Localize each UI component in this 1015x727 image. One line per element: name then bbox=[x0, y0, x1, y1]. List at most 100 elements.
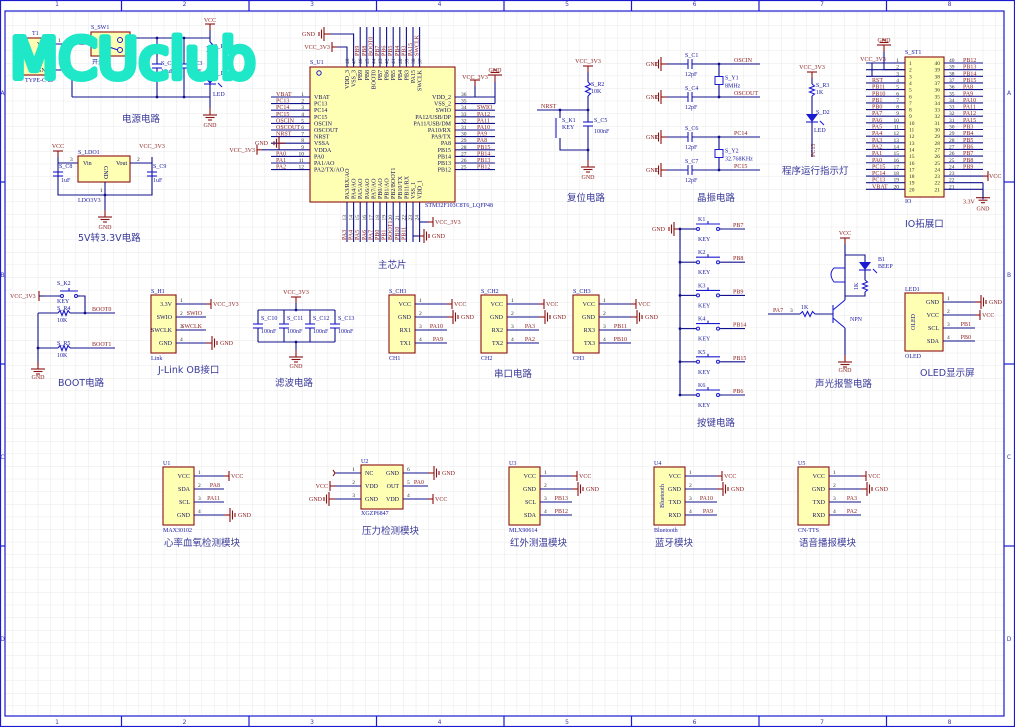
label: 18 bbox=[894, 171, 900, 177]
label: PB3 bbox=[401, 46, 407, 56]
column-label: 1 bbox=[55, 719, 59, 726]
led-arrow bbox=[819, 120, 825, 126]
label: VCC_3V3 bbox=[575, 59, 601, 65]
resistor bbox=[57, 309, 71, 317]
label: PA2/TX/AO bbox=[314, 168, 345, 174]
label: PA4 bbox=[872, 131, 882, 137]
module-inner-label: Bluetooth bbox=[660, 484, 666, 508]
label: 29 bbox=[935, 134, 941, 140]
resistor bbox=[57, 344, 71, 352]
label: K1 bbox=[698, 217, 705, 223]
pin-number: 2 bbox=[689, 483, 692, 489]
module-body bbox=[572, 294, 600, 354]
net-label: PA9 bbox=[703, 509, 713, 515]
label: PB14 bbox=[477, 151, 490, 157]
junction-dot bbox=[678, 227, 682, 231]
label: KEY bbox=[57, 299, 70, 305]
junction-dot bbox=[717, 95, 721, 99]
module-body bbox=[508, 466, 541, 526]
net-label: VCC bbox=[638, 302, 650, 308]
label: 9 bbox=[301, 145, 304, 151]
label: PB14 bbox=[963, 71, 976, 77]
label: VCC_3V3 bbox=[283, 290, 309, 296]
pin-name: VCC bbox=[669, 474, 681, 480]
label: 15 bbox=[909, 154, 915, 160]
row-label: C bbox=[0, 454, 4, 461]
column-label: 2 bbox=[183, 1, 187, 8]
pin-number: 1 bbox=[947, 296, 950, 302]
label: GND bbox=[302, 32, 316, 38]
pin-name: RX3 bbox=[584, 328, 595, 334]
label: 12 bbox=[909, 134, 915, 140]
label: 35 bbox=[461, 99, 467, 105]
wire bbox=[330, 33, 355, 67]
label: 10 bbox=[909, 121, 915, 127]
label: 10 bbox=[894, 118, 900, 124]
led-arrow bbox=[872, 268, 878, 274]
label: KEY bbox=[698, 403, 711, 409]
pin-name: SCL bbox=[928, 326, 939, 332]
push-button bbox=[60, 294, 64, 298]
label: 10K bbox=[591, 89, 602, 95]
pin-name: GND bbox=[926, 300, 940, 306]
label: VCC bbox=[839, 231, 851, 237]
junction-dot bbox=[586, 148, 590, 152]
label: NC bbox=[26, 60, 32, 68]
component-name: CN-TTS bbox=[798, 528, 819, 534]
component-ref: S_H1 bbox=[151, 289, 165, 295]
label: 3 bbox=[896, 71, 899, 77]
label: 2 bbox=[137, 157, 140, 163]
label: PB8 bbox=[365, 70, 371, 80]
label: 1 bbox=[352, 467, 355, 473]
label: PA10/RX bbox=[428, 128, 452, 134]
pin-number: 4 bbox=[603, 337, 606, 343]
pin-number: 1 bbox=[603, 298, 606, 304]
label: 19 bbox=[909, 181, 915, 187]
label: 2 bbox=[909, 68, 912, 74]
pin-number: 2 bbox=[544, 483, 547, 489]
led-arrow bbox=[217, 82, 223, 88]
label: PA6/AO bbox=[365, 178, 371, 199]
net-label: VCC bbox=[982, 313, 994, 319]
label: GND bbox=[582, 175, 596, 181]
label: KEY bbox=[562, 125, 575, 131]
label: PB8 bbox=[362, 46, 368, 56]
resistor bbox=[799, 310, 816, 318]
row-label: C bbox=[1007, 454, 1011, 461]
component-ref: S_CH1 bbox=[389, 289, 407, 295]
label: 23 bbox=[408, 215, 414, 221]
pin-name: VCC bbox=[491, 302, 503, 308]
label: PB1 bbox=[872, 98, 882, 104]
label: 28 bbox=[949, 138, 955, 144]
label: PA11 bbox=[477, 118, 490, 124]
label: 47 bbox=[352, 58, 358, 64]
label: 7 bbox=[909, 101, 912, 107]
label: PA4/AO bbox=[352, 178, 358, 199]
junction-dot bbox=[294, 308, 298, 312]
label: S_C10 bbox=[261, 316, 277, 322]
pin-number: 1 bbox=[198, 470, 201, 476]
column-label: 8 bbox=[948, 1, 952, 8]
label: 43 bbox=[378, 58, 384, 64]
label: 31 bbox=[935, 121, 941, 127]
label: 37 bbox=[949, 78, 955, 84]
label: PB12 bbox=[477, 165, 490, 171]
label: PA1 bbox=[872, 151, 882, 157]
pin-number: 1 bbox=[544, 470, 547, 476]
label: 32.768KHz bbox=[725, 157, 753, 163]
label: S_C13 bbox=[338, 316, 354, 322]
mcu-stm32 bbox=[309, 66, 456, 203]
pin-number: 3 bbox=[689, 496, 692, 502]
label: PA1 bbox=[276, 158, 286, 164]
label: PC13 bbox=[811, 144, 817, 157]
column-label: 4 bbox=[438, 1, 442, 8]
label: 25 bbox=[949, 158, 955, 164]
label: PA3/RX/AO bbox=[345, 168, 351, 199]
pin-number: 3 bbox=[198, 496, 201, 502]
label: 27 bbox=[935, 147, 941, 153]
pin-name: GND bbox=[523, 487, 537, 493]
label: 22 bbox=[935, 181, 941, 187]
label: 39 bbox=[935, 68, 941, 74]
label: 35 bbox=[935, 94, 941, 100]
label: BOOT0 bbox=[371, 70, 377, 89]
